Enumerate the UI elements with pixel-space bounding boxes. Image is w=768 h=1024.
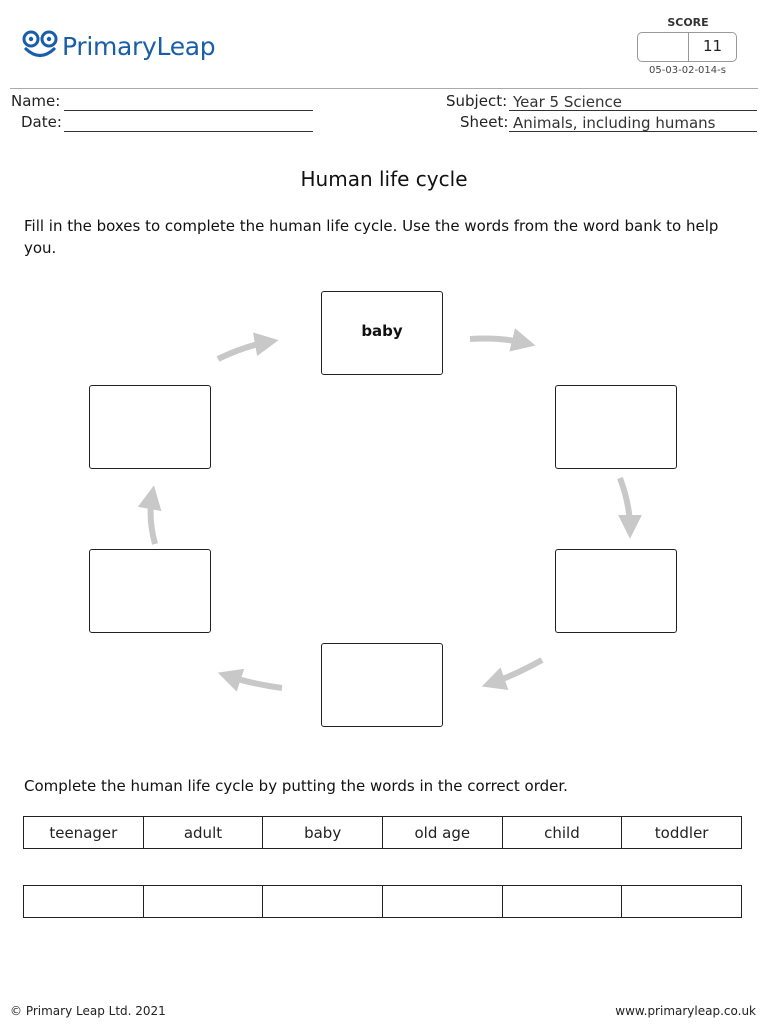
answer-row xyxy=(23,885,742,918)
word-bank-table: teenager adult baby old age child toddle… xyxy=(23,816,742,849)
score-entry-cell[interactable] xyxy=(638,33,689,61)
word-bank-row: teenager adult baby old age child toddle… xyxy=(23,816,742,849)
score-label: SCORE xyxy=(667,16,709,29)
score-box: 11 xyxy=(637,32,737,62)
word-bank-cell: teenager xyxy=(23,816,144,849)
answer-cell[interactable] xyxy=(381,885,503,918)
primaryleap-logo: PrimaryLeap xyxy=(22,28,216,64)
date-label: Date: xyxy=(21,113,62,131)
worksheet-title: Human life cycle xyxy=(300,167,468,191)
arrow-right-down xyxy=(617,476,642,539)
sheet-field: Animals, including humans xyxy=(509,113,757,132)
cycle-box-bottom[interactable] xyxy=(321,643,443,727)
arrow-left-up xyxy=(137,485,162,545)
instructions: Fill in the boxes to complete the human … xyxy=(24,217,719,257)
word-bank-cell: toddler xyxy=(621,816,742,849)
date-field[interactable] xyxy=(64,113,313,132)
name-field[interactable] xyxy=(64,92,313,111)
sheet-value: Animals, including humans xyxy=(513,114,716,132)
arrow-bottom-right xyxy=(481,657,544,690)
score-total: 11 xyxy=(702,37,723,55)
website-link[interactable]: www.primaryleap.co.uk xyxy=(615,1004,756,1018)
answer-cell[interactable] xyxy=(262,885,383,918)
header-divider xyxy=(10,88,758,89)
answer-cell[interactable] xyxy=(621,885,742,918)
word-bank-cell: baby xyxy=(262,816,383,849)
copyright: © Primary Leap Ltd. 2021 xyxy=(10,1004,166,1018)
arrow-top-right xyxy=(469,328,536,352)
question-2: Complete the human life cycle by putting… xyxy=(24,777,568,795)
answer-table xyxy=(23,885,742,918)
arrow-top-left xyxy=(216,332,279,362)
logo-text: PrimaryLeap xyxy=(62,31,216,61)
cycle-box-top[interactable]: baby xyxy=(321,291,443,375)
answer-cell[interactable] xyxy=(142,885,264,918)
sheet-label: Sheet: xyxy=(460,113,509,131)
cycle-box-right-upper[interactable] xyxy=(555,385,677,469)
word-bank-cell: child xyxy=(501,816,623,849)
subject-field: Year 5 Science xyxy=(509,92,757,111)
answer-cell[interactable] xyxy=(23,885,144,918)
answer-cell[interactable] xyxy=(501,885,623,918)
cycle-box-right-lower[interactable] xyxy=(555,549,677,633)
word-bank-cell: adult xyxy=(142,816,264,849)
cycle-box-text: baby xyxy=(361,322,403,340)
arrow-bottom-left xyxy=(217,668,283,692)
name-label: Name: xyxy=(11,92,61,110)
word-bank-cell: old age xyxy=(381,816,503,849)
subject-value: Year 5 Science xyxy=(513,93,622,111)
cycle-box-left-upper[interactable] xyxy=(89,385,211,469)
frog-icon xyxy=(22,30,58,58)
worksheet-code: 05-03-02-014-s xyxy=(649,65,726,76)
subject-label: Subject: xyxy=(446,92,508,110)
cycle-box-left-lower[interactable] xyxy=(89,549,211,633)
